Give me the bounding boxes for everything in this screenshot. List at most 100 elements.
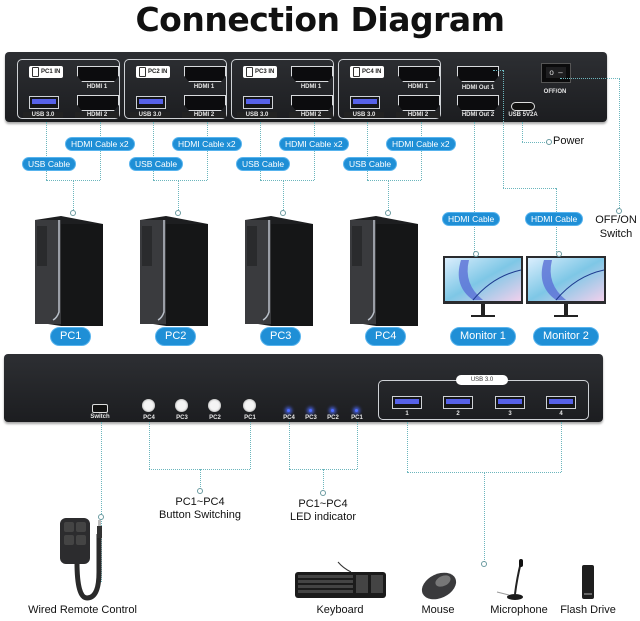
- pc4-drop-line: [388, 180, 389, 212]
- mouse-caption: Mouse: [421, 604, 455, 616]
- mouse-image: [421, 572, 457, 600]
- led-bracket-stem: [323, 469, 324, 489]
- usb-bracket-stem: [484, 472, 485, 562]
- usb-power-label: USB 5V2A: [508, 112, 538, 118]
- pc3-usb-label: USB 3.0: [237, 112, 277, 118]
- pc2-hdmi1-label: HDMI 1: [193, 84, 215, 90]
- monitor1-line-end: [473, 251, 479, 257]
- pc4-label: PC4: [365, 327, 407, 346]
- pc3-merge-line: [260, 180, 314, 181]
- pc2-label: PC2: [155, 327, 197, 346]
- pc1-hdmi-cable-label: HDMI Cable x2: [65, 137, 135, 151]
- pc-in-label: PC1 IN: [41, 69, 61, 75]
- pc3-drop-line: [283, 180, 284, 212]
- pc4-hdmi-cable-label: HDMI Cable x2: [386, 137, 456, 151]
- pc4-merge-line: [367, 180, 421, 181]
- front-usb-port-4: [546, 396, 576, 409]
- front-button-label: PC3: [176, 415, 188, 421]
- pc2-usb-label: USB 3.0: [130, 112, 170, 118]
- switch-line-v: [619, 78, 620, 210]
- monitor2-label: Monitor 2: [533, 327, 599, 346]
- power-line-end: [546, 139, 552, 145]
- keyboard-caption: Keyboard: [316, 604, 364, 616]
- pc1-hdmi-line: [100, 122, 101, 180]
- front-usb-port-1: [392, 396, 422, 409]
- pc4-usb-port: [350, 96, 380, 109]
- pc3-usb-port: [243, 96, 273, 109]
- pc2-in-badge: PC2 IN: [136, 66, 171, 78]
- front-button-pc1[interactable]: [243, 399, 256, 412]
- remote-port: [92, 404, 108, 413]
- pc3-usb-line: [260, 122, 261, 180]
- hdmi-out-1-port: [457, 66, 499, 82]
- pc4-tower-image: [350, 216, 418, 326]
- hdmi-cable-label-monitor2: HDMI Cable: [525, 212, 584, 226]
- led-indicator-line1: PC1~PC4: [298, 498, 348, 510]
- front-usb-port-number: 1: [405, 411, 409, 417]
- front-usb-port-number: 4: [559, 411, 563, 417]
- front-button-pc4[interactable]: [142, 399, 155, 412]
- switch-line-end: [616, 208, 622, 214]
- pc3-hdmi2-port: [291, 95, 333, 111]
- diagram-title: Connection Diagram: [135, 0, 505, 39]
- remote-line: [101, 422, 102, 582]
- pc1-drop-line: [73, 180, 74, 212]
- pc4-hdmi1-label: HDMI 1: [407, 84, 429, 90]
- front-button-label: PC2: [209, 415, 221, 421]
- pc4-usb-line: [367, 122, 368, 180]
- pc-icon: [246, 67, 253, 77]
- monitor1-label: Monitor 1: [450, 327, 516, 346]
- monitor2-image: [526, 256, 606, 317]
- wired-remote-control-image: [60, 518, 102, 601]
- power-switch[interactable]: o –: [541, 63, 571, 83]
- pc2-usb-port: [136, 96, 166, 109]
- pc4-hdmi1-port: [398, 66, 440, 82]
- button-bracket-bottom: [149, 469, 250, 470]
- pc1-tower-image: [35, 216, 103, 326]
- pc-in-label: PC2 IN: [148, 69, 168, 75]
- led-bracket-end: [320, 490, 326, 496]
- front-button-pc3[interactable]: [175, 399, 188, 412]
- pc1-input-group: [17, 59, 120, 119]
- led-label: PC1: [351, 415, 363, 421]
- button-switching-line2: Button Switching: [159, 509, 241, 521]
- front-usb-port-2: [443, 396, 473, 409]
- microphone-image: [496, 559, 523, 600]
- pc3-label: PC3: [260, 327, 302, 346]
- monitor2-line-end: [556, 251, 562, 257]
- remote-caption: Wired Remote Control: [28, 604, 137, 616]
- pc3-drop-end: [280, 210, 286, 216]
- led-label: PC3: [305, 415, 317, 421]
- led-pc4: [287, 409, 290, 412]
- out1-line-h: [493, 70, 503, 71]
- front-button-pc2[interactable]: [208, 399, 221, 412]
- hdmi-cable-label-monitor1: HDMI Cable: [442, 212, 501, 226]
- button-bracket-right: [250, 422, 251, 469]
- front-usb-port-3: [495, 396, 525, 409]
- pc1-drop-end: [70, 210, 76, 216]
- pc1-usb-cable-label: USB Cable: [22, 157, 77, 171]
- pc-icon: [32, 67, 39, 77]
- button-bracket-left: [149, 422, 150, 469]
- monitor1-image: [443, 256, 523, 317]
- keyboard-image: [295, 561, 386, 598]
- led-pc1: [355, 409, 358, 412]
- led-pc2: [331, 409, 334, 412]
- pc4-drop-end: [385, 210, 391, 216]
- switch-callout-line2: Switch: [599, 228, 633, 240]
- led-bracket-left: [289, 422, 290, 469]
- pc3-in-badge: PC3 IN: [243, 66, 278, 78]
- pc4-usb-cable-label: USB Cable: [343, 157, 398, 171]
- flash-drive-caption: Flash Drive: [560, 604, 616, 616]
- button-bracket-stem: [200, 469, 201, 489]
- pc4-hdmi2-label: HDMI 2: [396, 112, 440, 118]
- pc2-merge-line: [153, 180, 207, 181]
- hdmi-out-1-label: HDMI Out 1: [461, 85, 495, 91]
- pc1-label: PC1: [50, 327, 92, 346]
- pc1-hdmi1-label: HDMI 1: [86, 84, 108, 90]
- pc2-input-group: [124, 59, 227, 119]
- pc2-drop-line: [178, 180, 179, 212]
- led-pc3: [309, 409, 312, 412]
- pc1-usb-port: [29, 96, 59, 109]
- pc4-usb-label: USB 3.0: [344, 112, 384, 118]
